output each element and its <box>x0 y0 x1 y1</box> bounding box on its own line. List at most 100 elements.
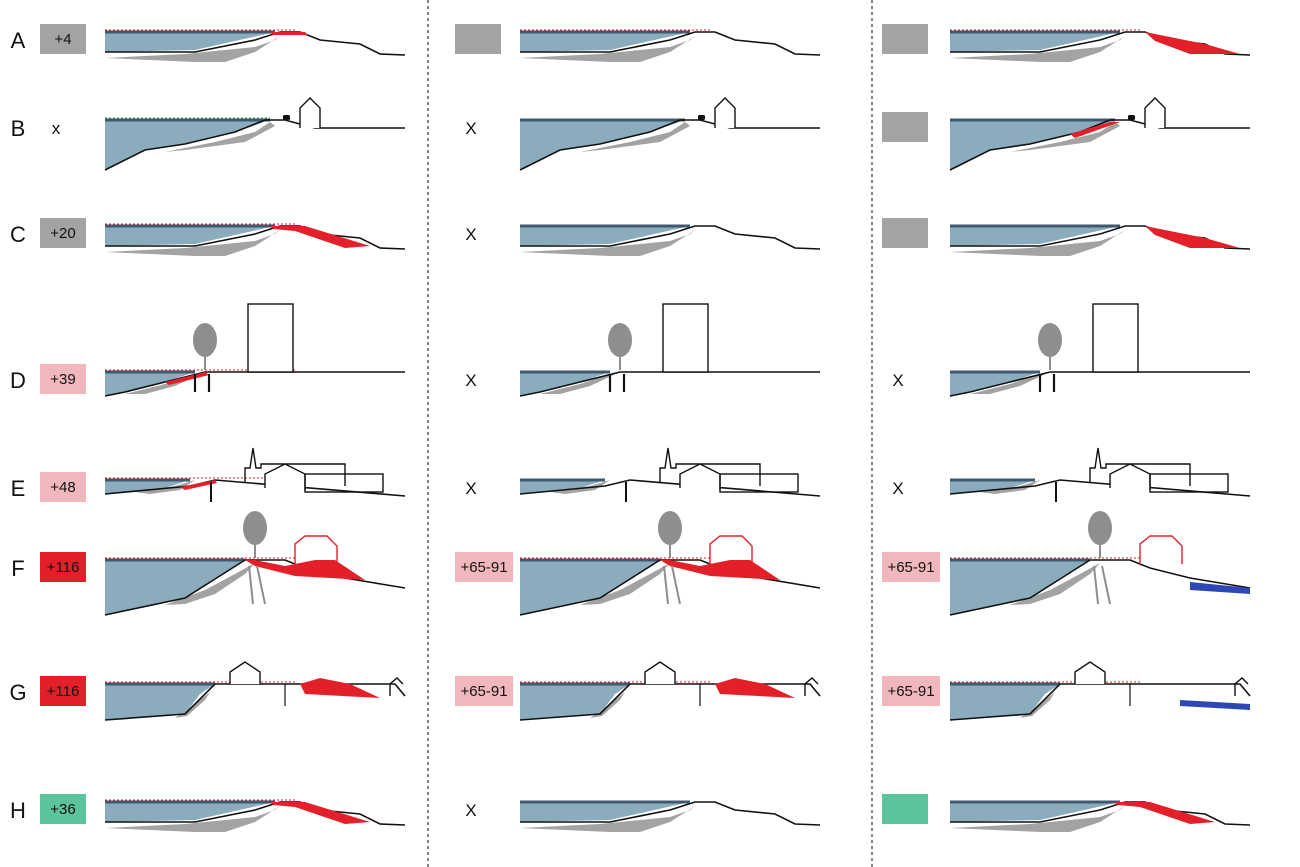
shadow-fill <box>580 122 690 152</box>
water-body <box>105 120 270 170</box>
section-C-2 <box>520 224 821 256</box>
water-body <box>950 802 1120 822</box>
row-label-D: D <box>10 368 26 393</box>
water-body <box>950 560 1090 615</box>
intervention-widening <box>715 678 795 698</box>
water-body <box>520 226 690 246</box>
water-body <box>105 372 195 396</box>
house-outline <box>264 463 306 490</box>
shadow-fill <box>105 230 280 256</box>
section-E-1 <box>104 447 406 502</box>
house-outline-small <box>1234 677 1249 696</box>
water-body <box>950 226 1120 246</box>
water-body <box>105 802 275 822</box>
intervention-outer-slope <box>180 480 217 490</box>
badge-H-1 <box>40 794 86 824</box>
water-body <box>520 802 690 822</box>
water-body <box>520 684 630 720</box>
section-F-1 <box>104 511 406 616</box>
section-E-2 <box>519 447 821 502</box>
intervention-widening <box>245 560 365 580</box>
badge-G-3 <box>882 676 940 706</box>
house-outline <box>714 97 736 128</box>
ground-profile <box>519 479 821 497</box>
church-outline <box>244 447 346 486</box>
pile-right <box>671 565 681 605</box>
row-label-F: F <box>11 556 24 581</box>
pile-left <box>248 565 254 605</box>
long-building <box>1149 473 1229 493</box>
badge-value-C-2: X <box>465 225 476 244</box>
house-outline-red <box>1139 535 1183 564</box>
water-body <box>520 480 605 494</box>
water-body <box>105 32 275 52</box>
tall-building <box>1092 303 1139 373</box>
section-D-1 <box>104 303 405 397</box>
badge-G-1 <box>40 676 86 706</box>
church-outline <box>659 447 761 486</box>
car-icon <box>698 115 705 120</box>
shadow-fill <box>105 806 280 832</box>
tree-icon <box>608 323 632 357</box>
pile-right <box>1101 565 1111 605</box>
water-body <box>105 684 215 720</box>
intervention-outer-slope <box>165 372 209 385</box>
section-G-3 <box>949 661 1251 721</box>
pile-right <box>256 565 266 605</box>
ground-profile <box>949 479 1251 497</box>
shadow-fill <box>950 806 1125 832</box>
badge-value-B-1: x <box>52 119 61 138</box>
section-H-3 <box>950 800 1251 832</box>
tall-building <box>662 303 709 373</box>
badge-value-B-2: X <box>465 119 476 138</box>
row-label-G: G <box>9 680 26 705</box>
church-outline <box>1089 447 1191 486</box>
section-F-2 <box>519 511 821 616</box>
shadow-fill <box>950 230 1125 256</box>
ground-profile <box>520 225 821 250</box>
row-label-C: C <box>10 222 26 247</box>
water-body <box>950 120 1115 170</box>
water-body <box>950 480 1035 494</box>
badge-value-G-1: +116 <box>47 683 80 700</box>
intervention-crest-slope <box>270 226 370 248</box>
ground-profile <box>520 801 821 826</box>
pile-left <box>663 565 669 605</box>
intervention-widening <box>660 560 780 580</box>
shadow-fill <box>165 122 275 152</box>
water-body <box>105 480 190 494</box>
row-label-A: A <box>11 28 26 53</box>
section-B-3 <box>949 97 1250 171</box>
badge-C-3 <box>882 218 928 248</box>
section-A-2 <box>520 29 821 62</box>
house-outline <box>644 661 676 684</box>
water-body <box>950 32 1120 52</box>
badge-B-3 <box>882 112 928 142</box>
house-outline-red <box>709 535 753 564</box>
car-icon <box>1128 115 1135 120</box>
badge-A-2 <box>455 24 501 54</box>
badge-value-A-1: +4 <box>54 31 71 48</box>
tree-icon <box>658 511 682 545</box>
badge-H-3 <box>882 794 928 824</box>
section-C-3 <box>950 224 1251 256</box>
badge-F-2 <box>455 552 513 582</box>
section-D-2 <box>519 303 820 397</box>
house-outline-small <box>804 677 819 696</box>
section-E-3 <box>949 447 1251 502</box>
badge-value-E-1: +48 <box>50 479 75 496</box>
badge-value-E-3: X <box>892 479 903 498</box>
shadow-fill <box>1010 122 1120 152</box>
row-label-E: E <box>11 476 26 501</box>
pile-left <box>1093 565 1099 605</box>
water-body <box>520 560 660 615</box>
ground-profile <box>520 31 821 56</box>
section-F-3 <box>949 511 1251 616</box>
intervention-crest-slope <box>270 802 370 824</box>
section-B-2 <box>519 97 820 171</box>
intervention-crest-slope <box>1115 802 1215 824</box>
section-D-3 <box>949 303 1250 397</box>
long-building <box>304 473 384 493</box>
